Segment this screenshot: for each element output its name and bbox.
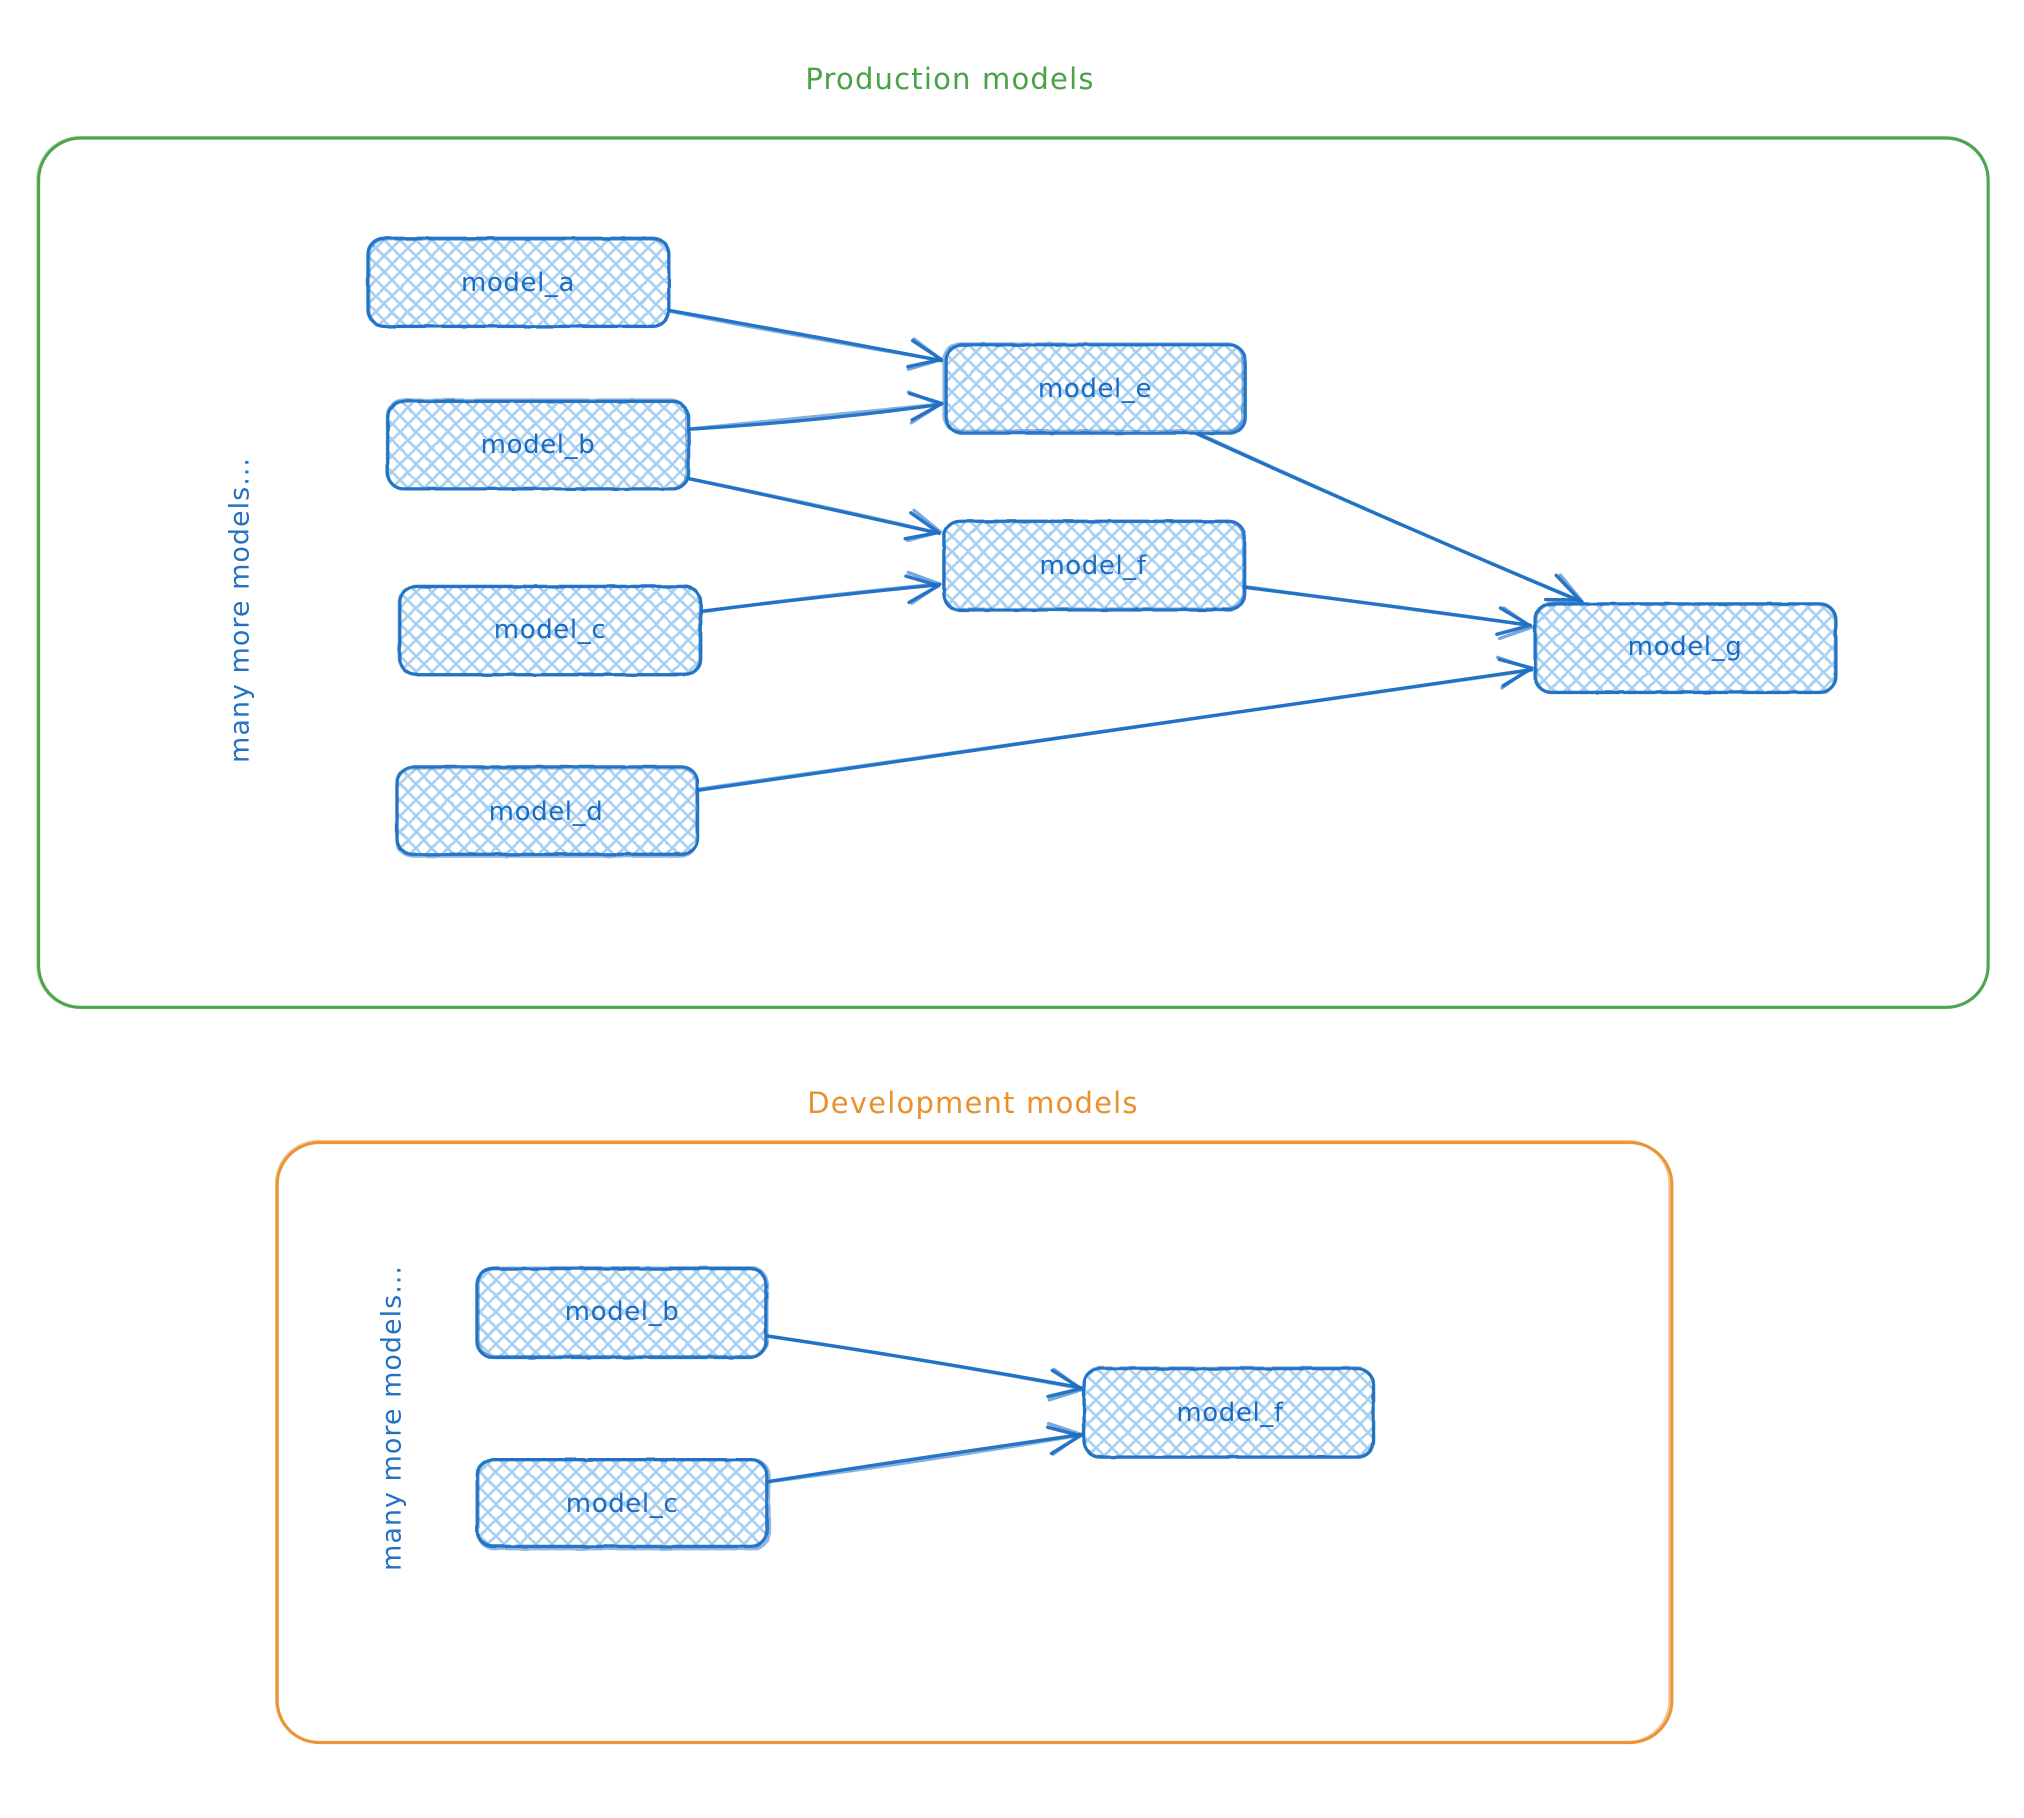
node-model_b[interactable] bbox=[385, 398, 691, 491]
edge-model_b-to-model_e bbox=[685, 390, 944, 432]
section-frames bbox=[36, 136, 1990, 1745]
node-model_a[interactable] bbox=[366, 236, 671, 329]
section-frame-production bbox=[36, 136, 1990, 1010]
edge-model_d-to-model_g bbox=[693, 655, 1534, 793]
node-model_e[interactable] bbox=[942, 342, 1247, 435]
edge-model_a-to-model_e bbox=[666, 308, 944, 371]
node-model_c[interactable] bbox=[397, 584, 703, 677]
node-dev_model_b[interactable] bbox=[475, 1266, 769, 1360]
node-model_d[interactable] bbox=[395, 765, 700, 858]
node-layer bbox=[366, 236, 1838, 1551]
edge-model_b-to-model_f bbox=[686, 476, 943, 543]
node-dev_model_f[interactable] bbox=[1082, 1366, 1376, 1459]
section-title-development: Development models bbox=[807, 1086, 1139, 1120]
edge-model_e-to-model_g bbox=[1194, 430, 1584, 606]
edge-model_c-to-model_f bbox=[698, 570, 942, 614]
edge-dev_model_b-to-dev_model_f bbox=[764, 1334, 1084, 1402]
node-dev_model_c[interactable] bbox=[475, 1457, 771, 1551]
node-model_f[interactable] bbox=[942, 519, 1247, 612]
aside-label-development: many more models... bbox=[376, 1265, 408, 1571]
node-model_g[interactable] bbox=[1533, 602, 1838, 695]
edge-model_f-to-model_g bbox=[1240, 584, 1534, 641]
section-frame-development bbox=[274, 1139, 1674, 1745]
section-title-production: Production models bbox=[805, 62, 1095, 96]
aside-label-production: many more models... bbox=[224, 457, 256, 763]
edge-layer bbox=[666, 308, 1584, 1484]
edge-dev_model_c-to-dev_model_f bbox=[764, 1421, 1084, 1484]
